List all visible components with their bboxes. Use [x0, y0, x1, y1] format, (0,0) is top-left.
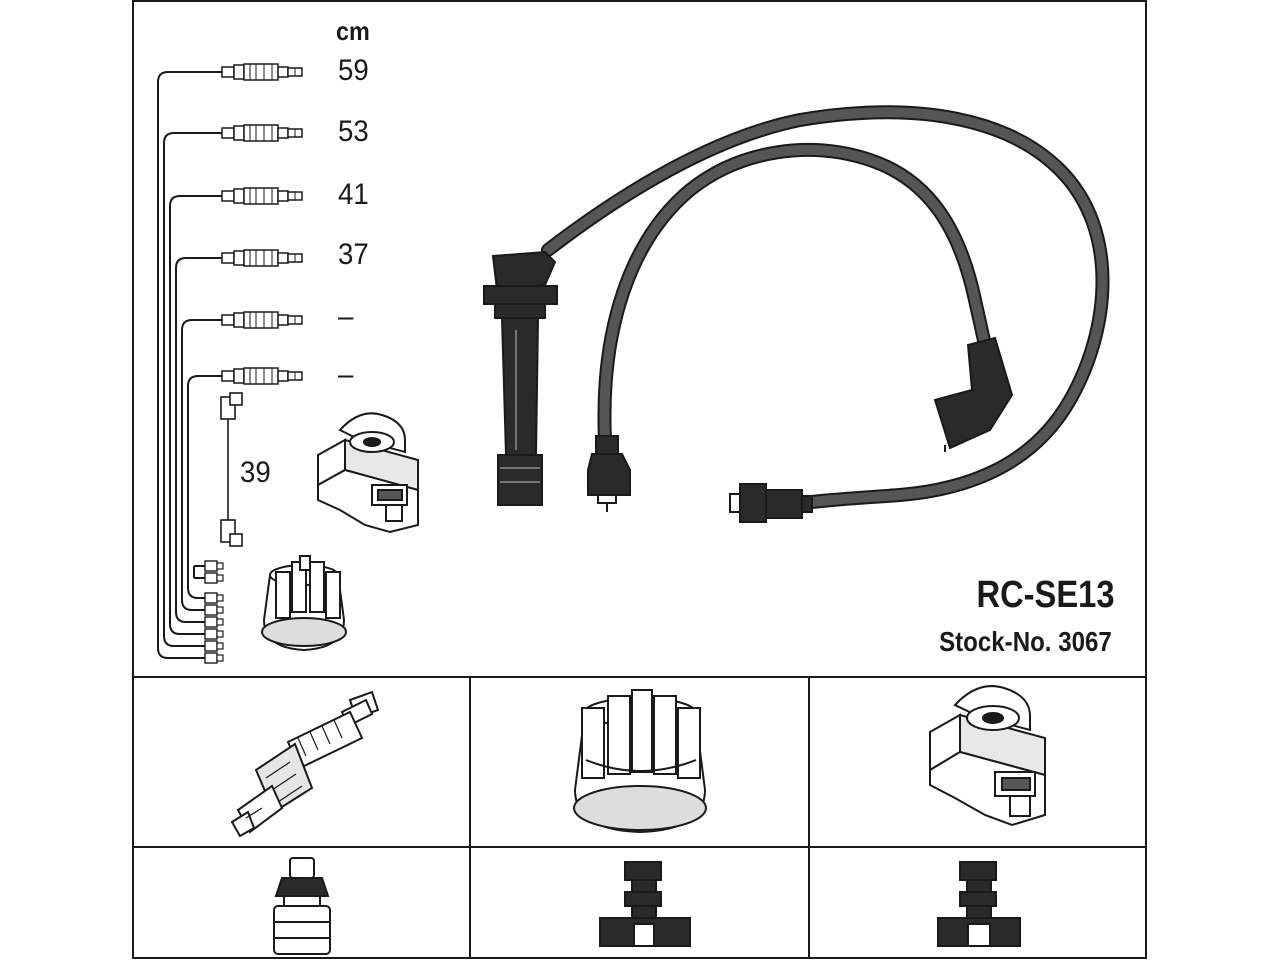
- plug-terminal-illustration: [273, 857, 331, 955]
- distributor-cap-illustration: [573, 689, 707, 834]
- spark-plug-illustration: [230, 690, 380, 838]
- wire-length-1: 59: [338, 54, 369, 87]
- stock-number: 3067: [1058, 626, 1112, 657]
- coil-terminal-illustration: [937, 861, 1021, 947]
- kit-code: RC-SE13: [975, 574, 1114, 616]
- wire-bundle: [157, 71, 222, 659]
- frame: [132, 0, 1147, 959]
- ignition-cables: [541, 105, 1110, 512]
- coil-lead: [220, 392, 243, 547]
- wire-length-4: 37: [338, 238, 369, 271]
- wire-length-3: 41: [338, 178, 369, 211]
- plug-boot-short: [587, 435, 631, 512]
- coil-small-illustration: [317, 412, 419, 534]
- cap-terminal-illustration: [599, 861, 691, 947]
- plug-boot-long: [483, 250, 558, 506]
- unit-label: cm: [336, 16, 370, 46]
- wire-length-2: 53: [338, 115, 369, 148]
- plug-ends: [221, 63, 303, 385]
- ignition-coil-illustration: [929, 685, 1046, 827]
- wire-bundle-caps: [204, 560, 224, 664]
- stock-label: Stock-No.: [939, 626, 1052, 657]
- wire-length-5: –: [338, 300, 354, 333]
- distributor-cap-small: [261, 555, 347, 652]
- stock-number-line: Stock-No. 3067: [939, 626, 1112, 658]
- coil-lead-length: 39: [240, 456, 271, 489]
- cable-end-terminal: [729, 483, 813, 523]
- coil-boot-angled: [933, 336, 1014, 452]
- wire-length-6: –: [338, 358, 354, 391]
